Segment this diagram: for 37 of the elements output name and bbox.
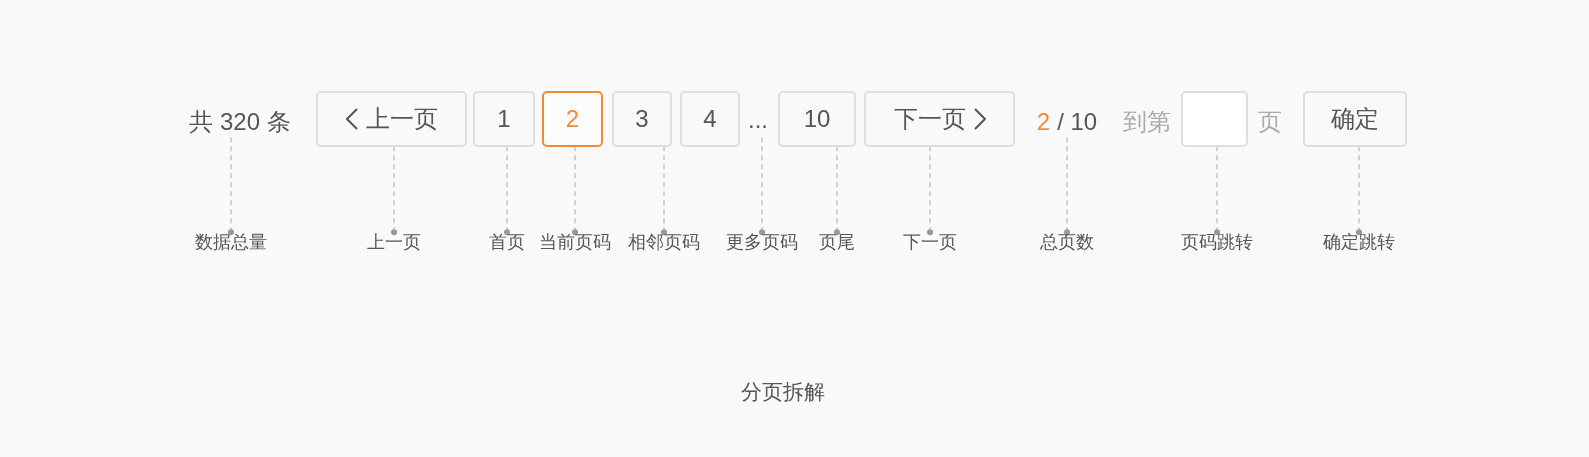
callout-label: 更多页码	[726, 232, 798, 254]
leader-line	[1213, 146, 1221, 236]
leader-line	[833, 146, 841, 236]
leader-line	[926, 146, 934, 236]
ellipsis-text: ...	[748, 105, 768, 135]
callout-label: 总页数	[1040, 232, 1094, 254]
leader-line	[571, 146, 579, 236]
previous-page-button: 上一页	[316, 91, 467, 147]
callout-label: 当前页码	[539, 232, 611, 254]
total-pages-text: / 10	[1057, 107, 1098, 137]
leader-line	[1063, 135, 1071, 236]
page-input-field	[1181, 91, 1248, 147]
callout-label: 上一页	[367, 232, 421, 254]
total-count-text: 共 320 条	[189, 107, 291, 137]
page-number-button: 1	[473, 91, 535, 147]
next-page-button: 下一页	[864, 91, 1015, 147]
current-page-button: 2	[542, 91, 603, 147]
callout-label: 页尾	[819, 232, 855, 254]
page-number-button: 3	[612, 91, 672, 147]
callout-label: 数据总量	[195, 232, 267, 254]
current-page-number: 2	[1036, 107, 1051, 137]
callout-label: 下一页	[903, 232, 957, 254]
leader-line	[660, 146, 668, 236]
page-number-button: 10	[778, 91, 856, 147]
input-prefix-text: 到第	[1123, 107, 1171, 137]
leader-line	[390, 146, 398, 236]
confirm-button: 确定	[1303, 91, 1407, 147]
callout-label: 相邻页码	[628, 232, 700, 254]
leader-line	[227, 135, 235, 236]
callout-label: 页码跳转	[1181, 232, 1253, 254]
callout-label: 首页	[489, 232, 525, 254]
input-suffix-text: 页	[1258, 107, 1282, 137]
caption: 分页拆解	[741, 379, 825, 405]
callout-label: 确定跳转	[1323, 232, 1395, 254]
leader-line	[503, 146, 511, 236]
leader-line	[1355, 146, 1363, 236]
page-number-button: 4	[680, 91, 740, 147]
